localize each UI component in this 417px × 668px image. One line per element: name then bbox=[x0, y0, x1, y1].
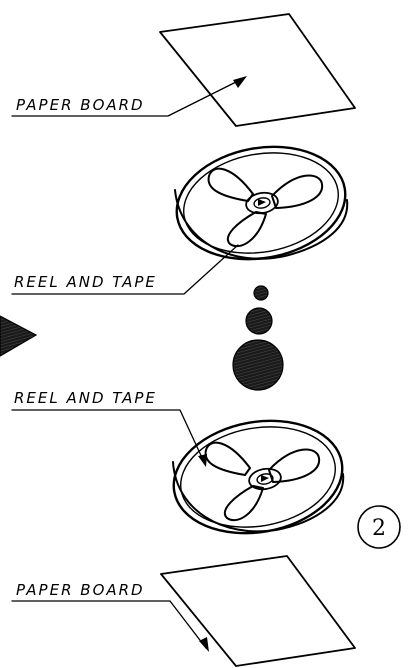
top-reel-hub-arrow-icon bbox=[258, 199, 266, 206]
bottom-paper-board-leader-line bbox=[11, 600, 207, 649]
bottom-paper-board-label: PAPER BOARD bbox=[16, 581, 145, 599]
bottom-reel bbox=[172, 419, 345, 535]
top-paper-board-arrowhead bbox=[233, 76, 247, 88]
bottom-reel-label: REEL AND TAPE bbox=[14, 389, 157, 407]
small-desiccant-circle bbox=[253, 285, 269, 301]
medium-desiccant-circle bbox=[245, 307, 273, 335]
bottom-paper-board-arrowhead bbox=[199, 637, 209, 652]
bottom-reel-leader-line bbox=[11, 409, 205, 463]
bottom-reel-arrowhead bbox=[198, 454, 207, 467]
top-reel bbox=[174, 145, 349, 261]
direction-arrow-icon bbox=[0, 315, 38, 357]
bottom-reel-hub-arrow-icon bbox=[261, 475, 269, 482]
top-paper-board-leader-line bbox=[11, 77, 245, 117]
step-number-circle bbox=[357, 505, 401, 549]
large-desiccant-circle bbox=[232, 339, 284, 391]
bottom-paper-board bbox=[160, 555, 356, 667]
top-paper-board bbox=[159, 13, 356, 127]
top-paper-board-label: PAPER BOARD bbox=[16, 96, 145, 114]
top-reel-leader-line bbox=[11, 244, 239, 295]
top-reel-label: REEL AND TAPE bbox=[14, 273, 157, 291]
step-number: 2 bbox=[372, 516, 386, 541]
